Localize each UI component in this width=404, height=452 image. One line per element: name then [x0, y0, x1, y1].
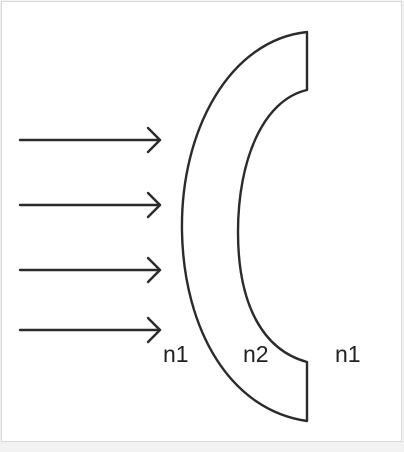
diagram-frame [1, 1, 402, 442]
light-ray-arrow [18, 126, 162, 154]
label-n1-outside-left: n1 [163, 341, 189, 367]
light-ray-arrow [18, 256, 162, 284]
label-n2-lens: n2 [243, 341, 269, 367]
label-n1-outside-right: n1 [335, 341, 361, 367]
light-ray-arrow [18, 191, 162, 219]
light-ray-arrow [18, 316, 162, 344]
lens-shape [180, 30, 309, 423]
